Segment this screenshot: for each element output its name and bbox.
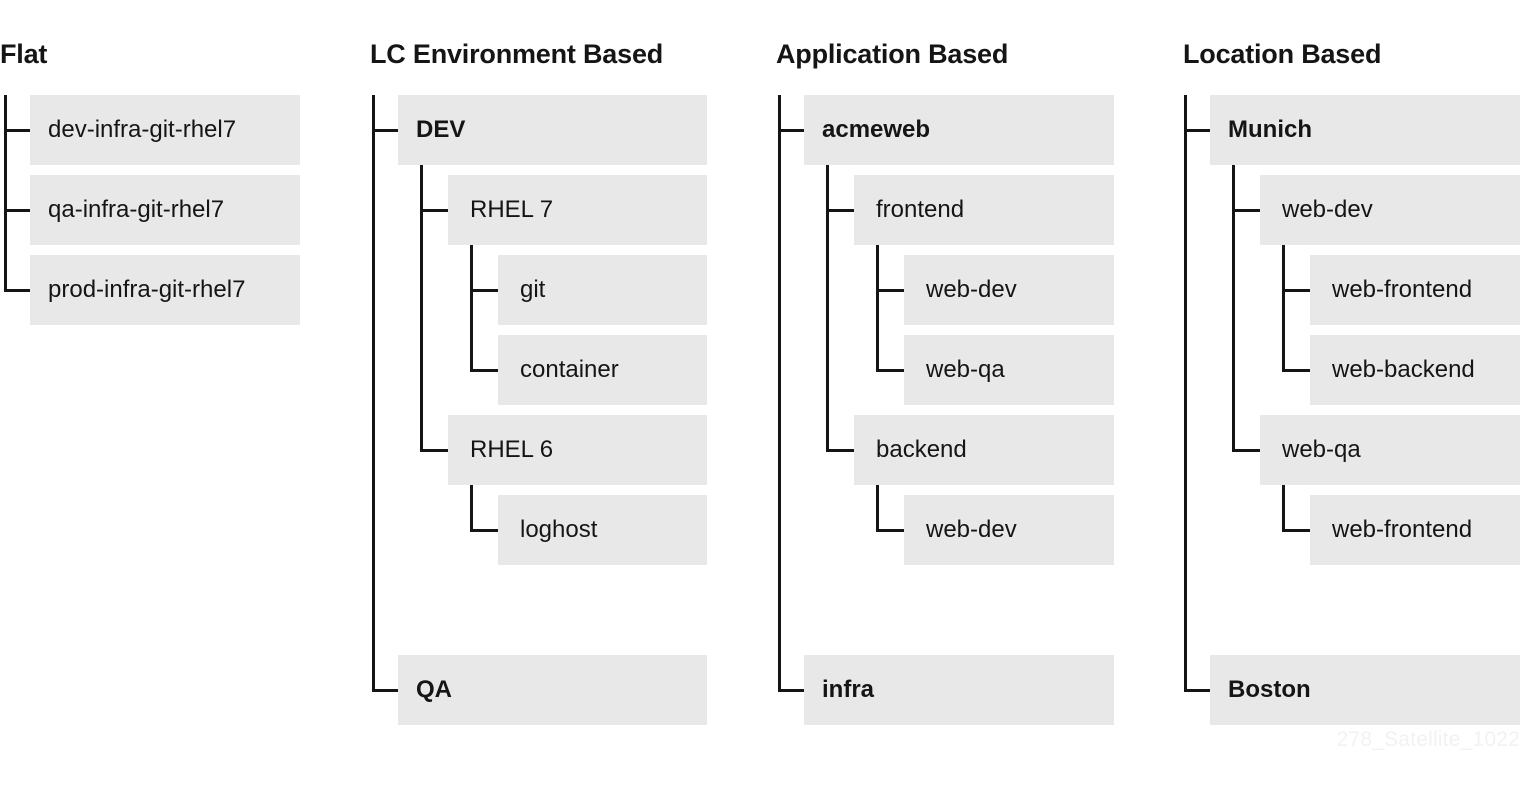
tree-connector [470, 528, 498, 532]
tree-spine-web-dev [1282, 245, 1285, 372]
tree-node-web-qa[interactable]: web-qa [1260, 415, 1520, 485]
tree-spine-frontend [876, 245, 879, 372]
tree-node-web-dev[interactable]: web-dev [904, 255, 1114, 325]
tree-node-label: loghost [520, 516, 598, 543]
tree-node-web-dev[interactable]: web-dev [1260, 175, 1520, 245]
tree-spine-root [778, 95, 781, 692]
tree-node-label: web-qa [926, 356, 1005, 383]
tree-node-label: infra [822, 676, 875, 703]
tree-connector [778, 688, 804, 692]
tree-node-label: web-frontend [1332, 516, 1473, 543]
tree-node-munich[interactable]: Munich [1210, 95, 1520, 165]
tree-node-label: web-qa [1282, 436, 1361, 463]
tree-node-container[interactable]: container [498, 335, 707, 405]
tree-connector [420, 208, 448, 212]
tree-node-prod-infra-git-rhel7[interactable]: prod-infra-git-rhel7 [30, 255, 300, 325]
tree-spine-rhel-6 [470, 485, 473, 532]
tree-node-label: backend [876, 436, 967, 463]
column-heading: Flat [0, 39, 48, 69]
tree-node-label: web-dev [926, 516, 1017, 543]
column-heading: Application Based [776, 39, 1009, 69]
tree-spine-rhel-7 [470, 245, 473, 372]
tree-node-rhel-7[interactable]: RHEL 7 [448, 175, 707, 245]
tree-node-git[interactable]: git [498, 255, 707, 325]
tree-node-label: web-frontend [1332, 276, 1473, 303]
tree-spine-acmeweb [826, 165, 829, 452]
tree-connector [1282, 288, 1310, 292]
tree-connector [4, 208, 30, 212]
tree-node-label: web-dev [926, 276, 1017, 303]
tree-spine-root [372, 95, 375, 692]
tree-connector [876, 528, 904, 532]
tree-connector [1282, 368, 1310, 372]
tree-connector [876, 288, 904, 292]
tree-node-label: container [520, 356, 619, 383]
column-heading: Location Based [1183, 39, 1382, 69]
tree-spine-backend [876, 485, 879, 532]
tree-node-web-frontend[interactable]: web-frontend [1310, 255, 1520, 325]
tree-node-label: RHEL 6 [470, 436, 554, 463]
tree-node-qa[interactable]: QA [398, 655, 707, 725]
tree-connector [4, 288, 30, 292]
tree-spine-root [1184, 95, 1187, 692]
tree-node-label: dev-infra-git-rhel7 [48, 116, 237, 143]
tree-node-label: git [520, 276, 546, 303]
tree-node-web-dev[interactable]: web-dev [904, 495, 1114, 565]
column-heading: LC Environment Based [370, 39, 664, 69]
tree-connector [826, 208, 854, 212]
tree-connector [1184, 128, 1210, 132]
tree-node-label: web-dev [1282, 196, 1373, 223]
tree-node-label: qa-infra-git-rhel7 [48, 196, 225, 223]
tree-node-boston[interactable]: Boston [1210, 655, 1520, 725]
tree-connector [470, 368, 498, 372]
tree-node-web-frontend[interactable]: web-frontend [1310, 495, 1520, 565]
tree-node-label: acmeweb [822, 116, 931, 143]
tree-node-label: DEV [416, 116, 466, 143]
tree-node-label: Munich [1228, 116, 1312, 143]
tree-connector [778, 128, 804, 132]
tree-node-qa-infra-git-rhel7[interactable]: qa-infra-git-rhel7 [30, 175, 300, 245]
tree-spine-munich [1232, 165, 1235, 452]
tree-connector [372, 688, 398, 692]
tree-connector [470, 288, 498, 292]
tree-node-frontend[interactable]: frontend [854, 175, 1114, 245]
tree-node-backend[interactable]: backend [854, 415, 1114, 485]
tree-connector [826, 448, 854, 452]
tree-node-label: frontend [876, 196, 965, 223]
tree-node-acmeweb[interactable]: acmeweb [804, 95, 1114, 165]
tree-node-label: Boston [1228, 676, 1311, 703]
tree-node-loghost[interactable]: loghost [498, 495, 707, 565]
tree-node-dev[interactable]: DEV [398, 95, 707, 165]
tree-connector [4, 128, 30, 132]
tree-node-dev-infra-git-rhel7[interactable]: dev-infra-git-rhel7 [30, 95, 300, 165]
tree-node-label: prod-infra-git-rhel7 [48, 276, 246, 303]
tree-node-label: web-backend [1332, 356, 1475, 383]
watermark-label: 278_Satellite_1022 [1336, 728, 1520, 751]
tree-node-rhel-6[interactable]: RHEL 6 [448, 415, 707, 485]
tree-connector [1282, 528, 1310, 532]
tree-node-label: RHEL 7 [470, 196, 554, 223]
tree-connector [876, 368, 904, 372]
tree-connector [1232, 448, 1260, 452]
tree-spine-root [4, 95, 7, 292]
tree-spine-web-qa [1282, 485, 1285, 532]
tree-connector [1184, 688, 1210, 692]
tree-node-web-qa[interactable]: web-qa [904, 335, 1114, 405]
tree-node-label: QA [416, 676, 452, 703]
tree-connector [420, 448, 448, 452]
tree-connector [1232, 208, 1260, 212]
tree-node-infra[interactable]: infra [804, 655, 1114, 725]
tree-node-web-backend[interactable]: web-backend [1310, 335, 1520, 405]
tree-spine-dev [420, 165, 423, 452]
tree-connector [372, 128, 398, 132]
